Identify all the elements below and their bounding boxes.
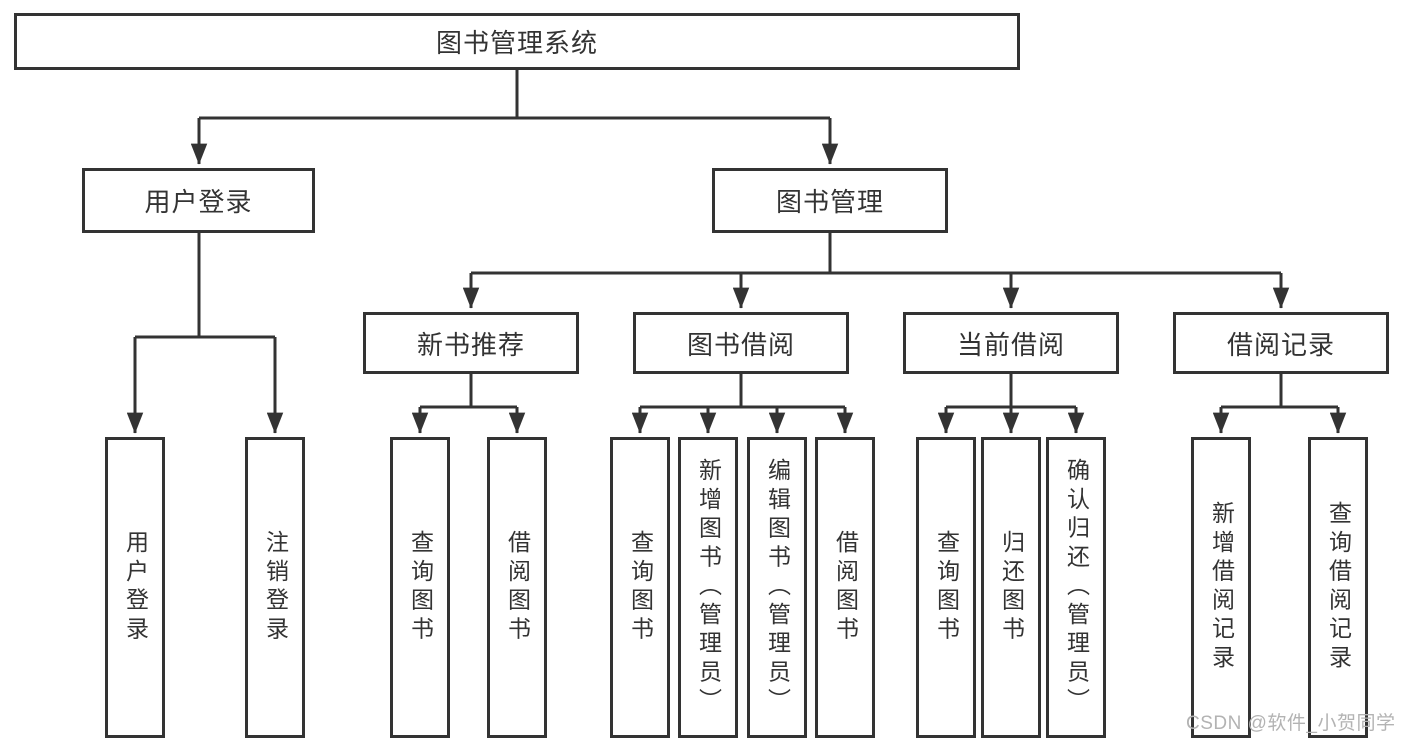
- leaf-borrow-books-recommend: 借阅图书: [487, 437, 547, 738]
- leaf-query-borrow-record: 查询借阅记录: [1308, 437, 1368, 738]
- leaf-logout: 注销登录: [245, 437, 305, 738]
- node-new-book-recommendation: 新书推荐: [363, 312, 579, 374]
- node-library-management-system: 图书管理系统: [14, 13, 1020, 70]
- csdn-watermark: CSDN @软件_小贺同学: [1186, 713, 1396, 734]
- node-borrowing-records: 借阅记录: [1173, 312, 1389, 374]
- leaf-confirm-return-admin: 确认归还（管理员）: [1046, 437, 1106, 738]
- leaf-add-books-admin: 新增图书（管理员）: [678, 437, 738, 738]
- node-user-login: 用户登录: [82, 168, 315, 233]
- node-book-management: 图书管理: [712, 168, 948, 233]
- leaf-return-books: 归还图书: [981, 437, 1041, 738]
- leaf-borrow-books: 借阅图书: [815, 437, 875, 738]
- leaf-edit-books-admin: 编辑图书（管理员）: [747, 437, 807, 738]
- node-book-borrowing: 图书借阅: [633, 312, 849, 374]
- leaf-query-books-current: 查询图书: [916, 437, 976, 738]
- leaf-query-books-recommend: 查询图书: [390, 437, 450, 738]
- node-current-borrowing: 当前借阅: [903, 312, 1119, 374]
- leaf-add-borrow-record: 新增借阅记录: [1191, 437, 1251, 738]
- leaf-user-login: 用户登录: [105, 437, 165, 738]
- leaf-query-books-borrowing: 查询图书: [610, 437, 670, 738]
